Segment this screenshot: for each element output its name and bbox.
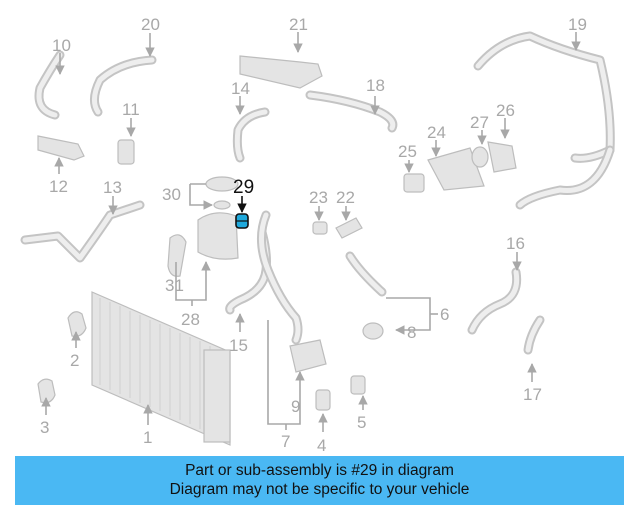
gasket-part-25[interactable] — [403, 173, 425, 193]
hose-clamp-part-29[interactable] — [235, 213, 249, 229]
callout-29-highlighted: 29 — [233, 177, 254, 198]
cooling-system-diagram: 10 20 21 19 18 14 11 12 13 25 24 27 26 2… — [20, 15, 615, 455]
callout-4: 4 — [317, 436, 326, 455]
callout-31: 31 — [165, 276, 184, 295]
callout-5: 5 — [357, 413, 366, 432]
callout-21: 21 — [289, 15, 308, 34]
callout-26: 26 — [496, 101, 515, 120]
callout-3: 3 — [40, 418, 49, 437]
coolant-reservoir-part-28[interactable] — [197, 212, 239, 260]
thermostat-housing-part-24[interactable] — [427, 147, 485, 191]
banner-line-disclaimer: Diagram may not be specific to your vehi… — [169, 481, 470, 498]
coolant-flange-part-21[interactable] — [239, 55, 323, 89]
callout-11: 11 — [122, 100, 140, 119]
callout-23: 23 — [309, 188, 328, 207]
callout-2: 2 — [70, 351, 79, 370]
callout-7: 7 — [281, 432, 290, 451]
callout-16: 16 — [506, 234, 525, 253]
bracket-part-2[interactable] — [67, 311, 87, 337]
callout-25: 25 — [398, 142, 417, 161]
connector-part-8[interactable] — [362, 322, 384, 340]
cap-seal-part-30[interactable] — [213, 200, 231, 210]
callout-12: 12 — [49, 177, 68, 196]
radiator-part[interactable] — [91, 291, 231, 446]
callout-1: 1 — [143, 428, 152, 447]
part-12[interactable] — [37, 135, 85, 161]
callout-18: 18 — [366, 76, 385, 95]
callout-17: 17 — [523, 385, 542, 404]
callout-28: 28 — [181, 310, 200, 329]
callout-13: 13 — [103, 178, 122, 197]
callout-24: 24 — [427, 123, 446, 142]
sensor-part-11[interactable] — [117, 139, 135, 165]
o-ring-part-27[interactable] — [471, 146, 489, 168]
sensor-part-4[interactable] — [315, 389, 331, 411]
callout-22: 22 — [336, 188, 355, 207]
callout-6: 6 — [440, 305, 449, 324]
switch-part-5[interactable] — [350, 375, 366, 395]
callout-27: 27 — [470, 113, 489, 132]
callout-19: 19 — [568, 15, 587, 34]
callout-9: 9 — [291, 397, 300, 416]
thermostat-part-26[interactable] — [487, 141, 517, 173]
callout-20: 20 — [141, 15, 160, 34]
flange-part-9[interactable] — [289, 339, 327, 373]
callout-10: 10 — [52, 36, 71, 55]
callout-30: 30 — [162, 185, 181, 204]
info-banner: Part or sub-assembly is #29 in diagram D… — [15, 456, 624, 505]
callout-14: 14 — [231, 79, 250, 98]
callout-15: 15 — [229, 336, 248, 355]
sensor-part-22[interactable] — [335, 217, 363, 239]
banner-line-part-number: Part or sub-assembly is #29 in diagram — [185, 462, 454, 479]
sensor-part-23[interactable] — [312, 221, 328, 235]
reservoir-bracket-part-31[interactable] — [167, 234, 187, 277]
callout-8: 8 — [407, 323, 416, 342]
